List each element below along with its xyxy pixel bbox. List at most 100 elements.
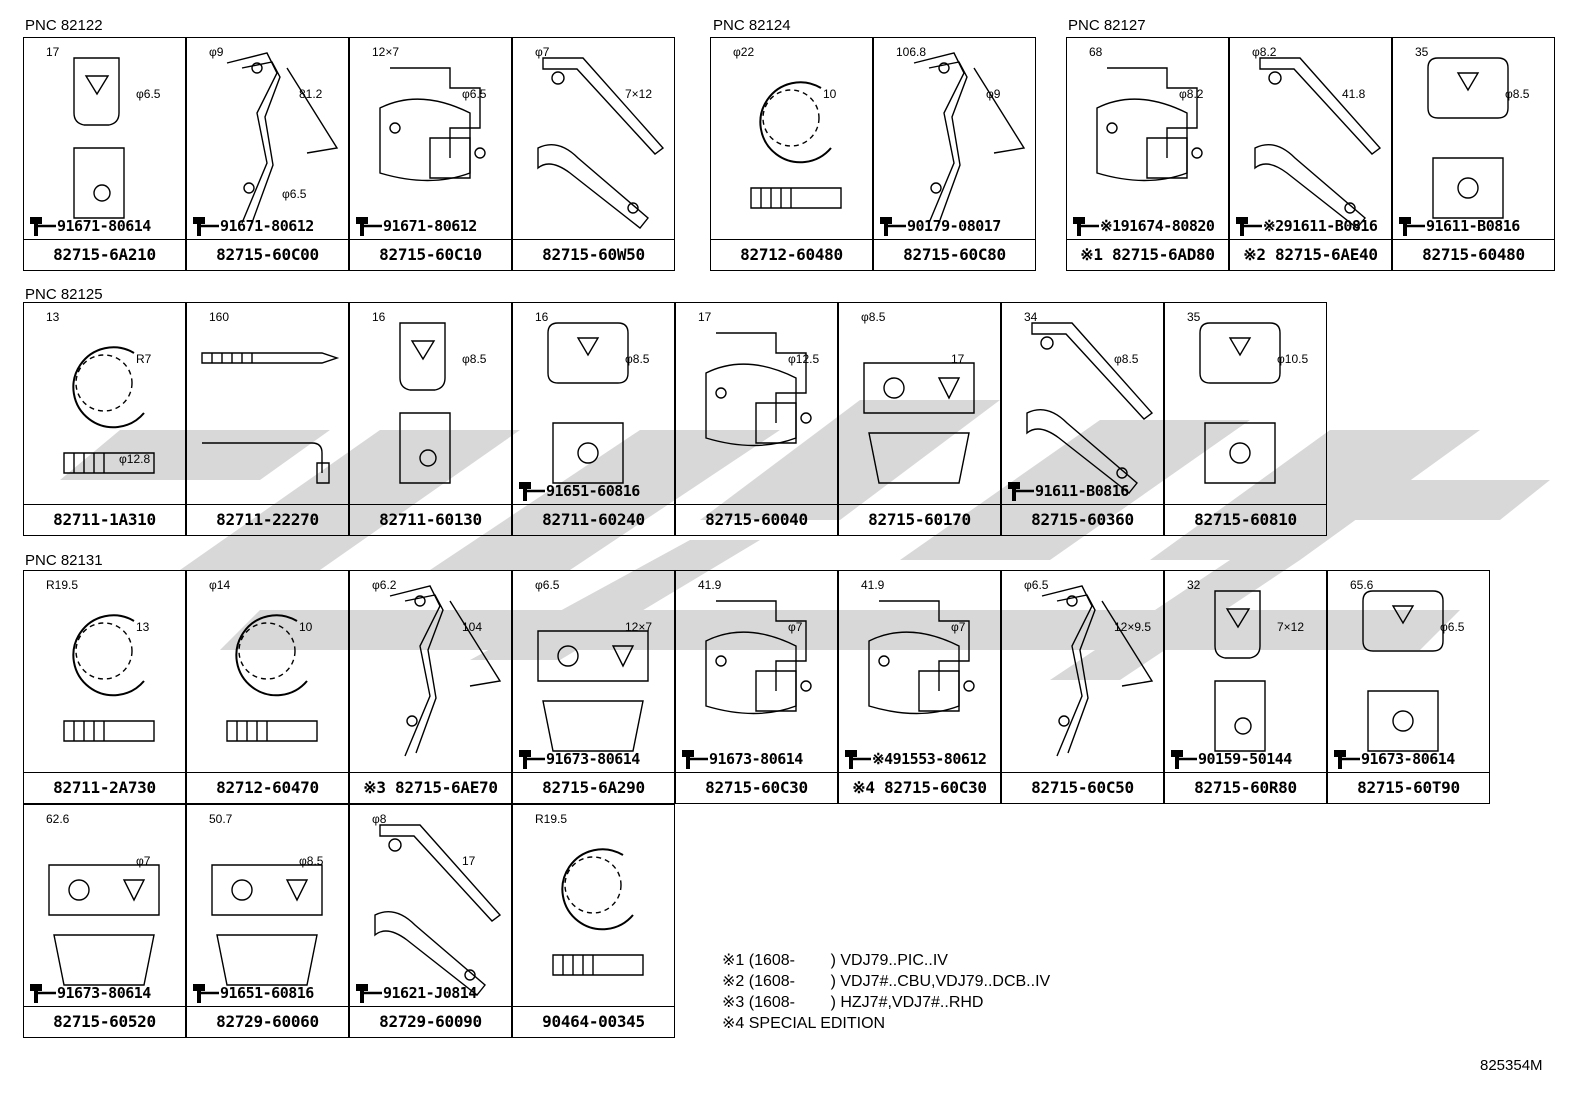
dimension-label: φ7 (136, 854, 151, 868)
flat-plate-icon: 62.6φ7 (46, 812, 160, 986)
bolt-callout: 91651-60816 (191, 982, 314, 1004)
bolt-part-number: 90159-50144 (1198, 750, 1292, 768)
part-number[interactable]: 82711-22270 (187, 504, 348, 535)
part-number[interactable]: 82729-60090 (350, 1006, 511, 1037)
part-number[interactable]: 82715-60170 (839, 504, 1000, 535)
dimension-label: φ6.5 (1440, 620, 1465, 634)
part-number[interactable]: 82711-2A730 (24, 772, 185, 803)
part-number[interactable]: 82715-60C00 (187, 239, 348, 270)
bolt-icon (356, 217, 382, 236)
dimension-label: 10 (299, 620, 313, 634)
part-number[interactable]: 82715-60040 (676, 504, 837, 535)
part-cell[interactable]: R19.5 90464-00345 (512, 804, 675, 1038)
dimension-label: 17 (462, 854, 476, 868)
part-number[interactable]: 82712-60470 (187, 772, 348, 803)
dimension-label: 41.9 (698, 578, 722, 592)
dimension-label: φ14 (209, 578, 230, 592)
dimension-label: R7 (136, 352, 152, 366)
part-number[interactable]: 82711-60240 (513, 504, 674, 535)
part-number[interactable]: 82715-60C10 (350, 239, 511, 270)
part-number[interactable]: 82711-60130 (350, 504, 511, 535)
dimension-label: R19.5 (535, 812, 567, 826)
bolt-part-number: ※491553-80612 (872, 750, 987, 768)
bent-bracket-icon: 12×7φ6.5 (372, 45, 487, 182)
dimension-label: R19.5 (46, 578, 78, 592)
bolt-callout: ※491553-80612 (843, 748, 987, 770)
part-number[interactable]: ※4 82715-60C30 (839, 772, 1000, 803)
flat-plate-icon: 50.7φ8.5 (209, 812, 324, 986)
angled-bracket-icon: φ77×12 (535, 45, 665, 229)
bolt-callout: 91671-80612 (191, 215, 314, 237)
bolt-callout: 91673-80614 (1332, 748, 1455, 770)
part-number[interactable]: ※3 82715-6AE70 (350, 772, 511, 803)
part-cell[interactable]: φ14 10 82712-60470 (186, 570, 349, 804)
part-number[interactable]: 82715-60520 (24, 1006, 185, 1037)
bolt-callout: ※291611-B0816 (1234, 215, 1378, 237)
pnc-group-label: PNC 82122 (25, 17, 103, 34)
part-number[interactable]: 82715-60C50 (1002, 772, 1163, 803)
part-number[interactable]: ※2 82715-6AE40 (1230, 239, 1391, 270)
bolt-icon (1399, 217, 1425, 236)
bolt-part-number: 91671-80612 (220, 217, 314, 235)
part-number[interactable]: 82715-60C80 (874, 239, 1035, 270)
part-number[interactable]: 82715-6A290 (513, 772, 674, 803)
part-number[interactable]: 82715-60810 (1165, 504, 1326, 535)
part-number[interactable]: 90464-00345 (513, 1006, 674, 1037)
dimension-label: φ8.5 (1505, 87, 1530, 101)
part-number[interactable]: 82715-60480 (1393, 239, 1554, 270)
part-number[interactable]: 82729-60060 (187, 1006, 348, 1037)
dimension-label: φ8 (372, 812, 387, 826)
bent-bracket-icon: 41.9φ7 (861, 578, 975, 715)
part-number[interactable]: ※1 82715-6AD80 (1067, 239, 1228, 270)
part-number[interactable]: 82715-6A210 (24, 239, 185, 270)
dimension-label: φ6.5 (462, 87, 487, 101)
dimension-label: 16 (535, 310, 549, 324)
dimension-label: 7×12 (1277, 620, 1304, 634)
part-number[interactable]: 82712-60480 (711, 239, 872, 270)
dimension-label: 68 (1089, 45, 1103, 59)
part-number[interactable]: 82715-60C30 (676, 772, 837, 803)
part-number[interactable]: 82715-60T90 (1328, 772, 1489, 803)
dimension-label: 13 (46, 310, 60, 324)
part-number[interactable]: 82715-60W50 (513, 239, 674, 270)
bolt-icon (30, 984, 56, 1003)
bolt-icon (1236, 217, 1262, 236)
part-number[interactable]: 82715-60360 (1002, 504, 1163, 535)
pnc-group-label: PNC 82124 (713, 17, 791, 34)
part-number[interactable]: 82715-60R80 (1165, 772, 1326, 803)
diagram-code: 825354M (1480, 1057, 1543, 1074)
part-number[interactable]: 82711-1A310 (24, 504, 185, 535)
